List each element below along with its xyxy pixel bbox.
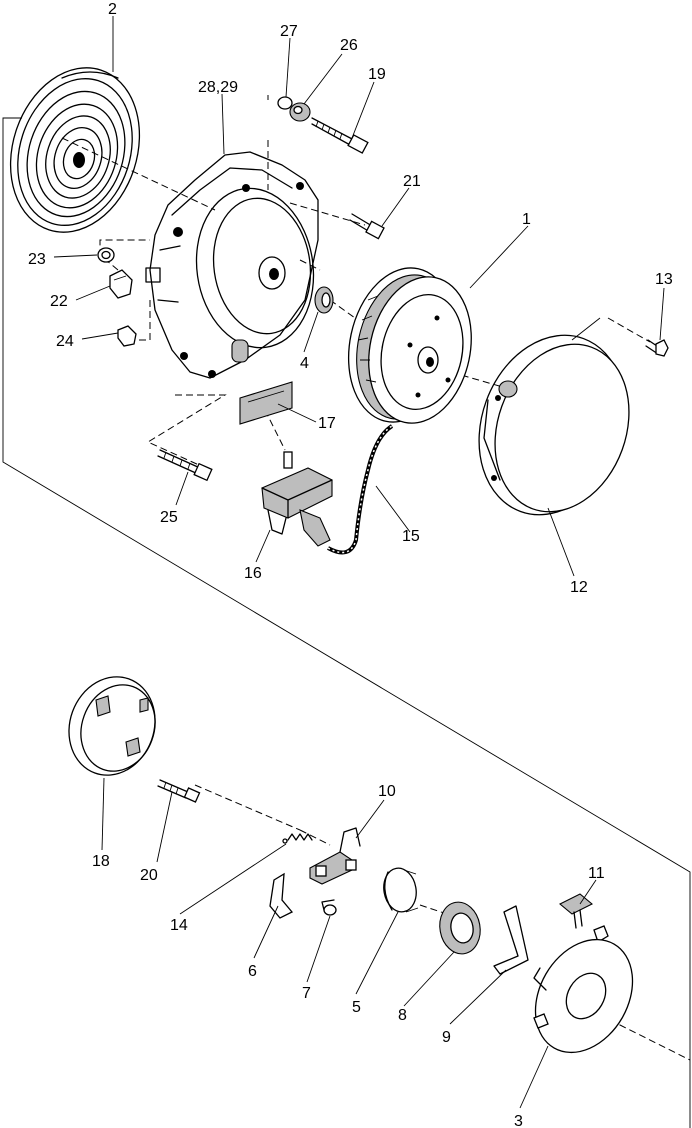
spring-part-9 [493,905,529,975]
screw-part-11 [559,893,609,943]
starter-housing-part-28-29 [145,151,319,379]
callout-8: 8 [398,1007,407,1024]
callout-28-29: 28,29 [198,79,238,96]
callout-10: 10 [378,783,396,800]
callout-1: 1 [522,211,531,228]
callout-23: 23 [28,251,46,268]
callout-16: 16 [244,565,262,582]
bolt-part-25 [157,449,213,482]
nut-part-24 [117,325,137,347]
pin-part-7 [321,899,337,916]
callout-19: 19 [368,66,386,83]
callout-5: 5 [352,999,361,1016]
bolt-part-21 [349,213,385,240]
callout-12: 12 [570,579,588,596]
callout-9: 9 [442,1029,451,1046]
bolt-part-13 [645,339,669,357]
bolt-part-20 [157,779,201,803]
cap-part-27 [277,96,293,110]
switch-part-16 [261,451,333,547]
callout-labels: 2 27 26 19 28,29 21 1 13 23 22 24 4 17 2… [28,1,673,1128]
callout-4: 4 [300,355,309,372]
callout-3: 3 [514,1113,523,1128]
callout-14: 14 [170,917,188,934]
callout-2: 2 [108,1,117,18]
callout-11: 11 [588,865,605,882]
callout-27: 27 [280,23,298,40]
bushing-part-26 [289,102,311,122]
callout-21: 21 [403,173,421,190]
callout-20: 20 [140,867,158,884]
spring-part-14 [282,833,313,844]
ring-part-18 [68,676,156,776]
flywheel-part-1 [347,267,472,424]
cover-part-12 [478,334,630,516]
bolt-part-19 [311,117,369,154]
callout-26: 26 [340,37,358,54]
cam-plate-part-3 [533,938,634,1054]
pawl-part-6 [269,872,294,919]
callout-22: 22 [50,293,68,310]
pawl-part-10 [309,827,361,885]
callout-7: 7 [302,985,311,1002]
callout-6: 6 [248,963,257,980]
callout-15: 15 [402,528,420,545]
washer-part-23 [97,247,115,263]
callout-17: 17 [318,415,336,432]
nut-part-22 [109,269,133,299]
decal-part-17 [239,381,293,425]
washer-part-8 [439,901,481,955]
leader-lines [53,16,665,1109]
callout-13: 13 [655,271,673,288]
bushing-part-5 [383,867,419,913]
cable-part-15 [327,424,394,555]
recoil-spring-part-2 [9,67,141,233]
callout-18: 18 [92,853,110,870]
callout-25: 25 [160,509,178,526]
callout-24: 24 [56,333,74,350]
seal-part-4 [314,286,334,314]
